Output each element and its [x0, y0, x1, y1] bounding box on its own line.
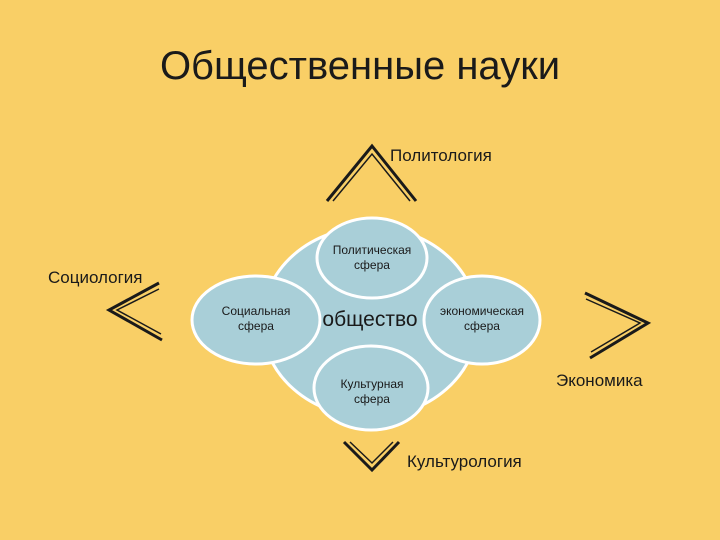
- chevron-up: [325, 143, 418, 202]
- economic-sphere-ellipse: [422, 274, 542, 366]
- cultural-sphere-ellipse: [312, 344, 430, 432]
- chevron-down: [342, 440, 401, 473]
- chevron-left: [105, 281, 163, 342]
- label-economics: Экономика: [556, 371, 643, 390]
- page-title: Общественные науки: [159, 44, 561, 88]
- label-society: общество: [322, 308, 418, 331]
- social-sphere-ellipse: [190, 274, 322, 366]
- label-social-sphere: Социальная сфера: [221, 304, 291, 333]
- label-cultural-sphere: Культурная сфера: [340, 377, 404, 406]
- chevron-right: [584, 291, 652, 360]
- label-economic-sphere: экономическая сфера: [439, 304, 525, 333]
- political-sphere-ellipse: [315, 216, 429, 300]
- label-politology: Политология: [390, 146, 492, 165]
- label-sociology: Социология: [48, 268, 143, 287]
- label-culturology: Культурология: [407, 452, 522, 471]
- label-political-sphere: Политическая сфера: [332, 243, 412, 272]
